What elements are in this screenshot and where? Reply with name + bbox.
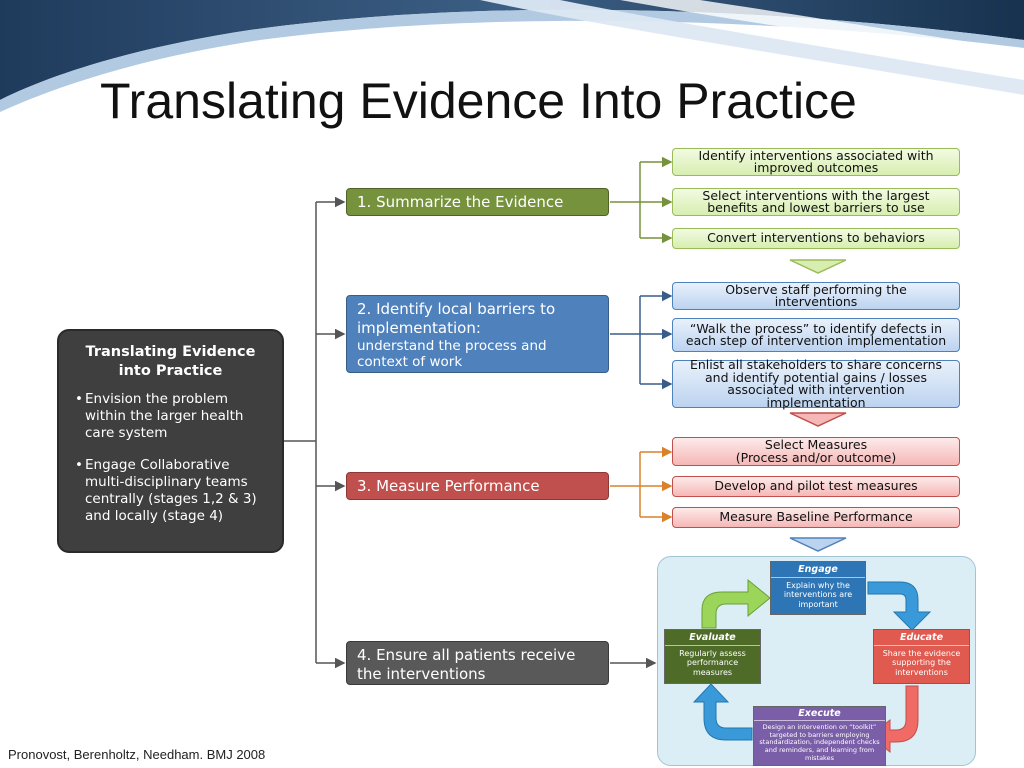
substep-line: Observe staff performing the: [725, 281, 907, 297]
stage-3-box: 3. Measure Performance: [346, 472, 609, 500]
central-bullet-list: Envision the problem within the larger h…: [71, 391, 270, 525]
stage3-branch-connector: [610, 446, 673, 523]
stage-1-label: 1. Summarize the Evidence: [357, 193, 564, 211]
page-title: Translating Evidence Into Practice: [100, 73, 857, 129]
substep-line: and identify potential gains / losses: [704, 369, 928, 385]
substep-line: (Process and/or outcome): [735, 449, 897, 465]
substep-line: Identify interventions associated with: [698, 147, 934, 163]
substep-line: each step of intervention implementation: [685, 333, 947, 348]
stage-2-box: 2. Identify local barriers to implementa…: [346, 295, 609, 373]
substep-line: Select interventions with the largest: [702, 187, 930, 203]
substep-line: associated with intervention implementat…: [727, 382, 905, 410]
stage-3-substep: Develop and pilot test measures: [672, 476, 960, 497]
stage-2-substep: Enlist all stakeholders to share concern…: [672, 357, 960, 410]
down-arrow-green: [789, 259, 847, 274]
substep-line: Convert interventions to behaviors: [707, 230, 925, 246]
cycle-educate-body: Share the evidence supporting the interv…: [882, 648, 961, 677]
stage-2-label: 2. Identify local barriers to implementa…: [357, 300, 556, 337]
substep-line: “Walk the process” to identify defects i…: [689, 320, 943, 336]
stage-2-sublabel: understand the process and context of wo…: [357, 338, 547, 370]
cycle-arrow-evaluate-to-engage: [701, 578, 771, 629]
stage1-branch-connector: [610, 156, 673, 244]
cycle-educate-title: Educate: [874, 630, 969, 646]
cycle-evaluate-title: Evaluate: [665, 630, 760, 646]
substep-line: Measure Baseline Performance: [719, 509, 913, 525]
cycle-arrow-execute-to-evaluate: [692, 683, 753, 741]
stage-3-label: 3. Measure Performance: [357, 477, 540, 495]
down-arrow-blue-2: [789, 537, 847, 552]
down-arrow-blue: [789, 412, 847, 427]
substep-line: interventions: [774, 294, 858, 309]
stage-1-substep: Convert interventions to behaviors: [672, 228, 960, 249]
stage-4-box: 4. Ensure all patients receive the inter…: [346, 641, 609, 685]
cycle-evaluate-body: Regularly assess performance measures: [679, 648, 746, 677]
cycle-engage-title: Engage: [771, 562, 865, 578]
stage-3-substep: Select Measures(Process and/or outcome): [672, 437, 960, 466]
cycle-execute-title: Execute: [754, 707, 885, 721]
cycle-execute-box: Execute Design an intervention on “toolk…: [753, 706, 886, 766]
substep-line: benefits and lowest barriers to use: [707, 200, 925, 215]
stage-1-box: 1. Summarize the Evidence: [346, 188, 609, 216]
cycle-engage-body: Explain why the interventions are import…: [783, 580, 853, 609]
header-wave-decoration: [0, 0, 1024, 112]
substep-line: improved outcomes: [753, 160, 879, 175]
central-bullet: Engage Collaborative multi-disciplinary …: [75, 457, 270, 525]
substep-line: Develop and pilot test measures: [714, 478, 918, 494]
cycle-engage-box: Engage Explain why the interventions are…: [770, 561, 866, 615]
substep-line: Enlist all stakeholders to share concern…: [689, 357, 943, 372]
cycle-educate-box: Educate Share the evidence supporting th…: [873, 629, 970, 684]
stage-2-substep: “Walk the process” to identify defects i…: [672, 318, 960, 352]
cycle-arrow-engage-to-educate: [867, 581, 932, 631]
substep-line: Select Measures: [764, 437, 868, 452]
stage-4-label: 4. Ensure all patients receive the inter…: [357, 646, 576, 683]
stage2-branch-connector: [610, 290, 673, 390]
cycle-evaluate-box: Evaluate Regularly assess performance me…: [664, 629, 761, 684]
main-trunk-connector: [284, 196, 657, 669]
cycle-execute-body: Design an intervention on “toolkit” targ…: [759, 722, 880, 762]
central-box: Translating Evidence into Practice Envis…: [57, 329, 284, 553]
citation-text: Pronovost, Berenholtz, Needham. BMJ 2008: [8, 747, 266, 762]
central-bullet: Envision the problem within the larger h…: [75, 391, 270, 442]
stage-3-substep: Measure Baseline Performance: [672, 507, 960, 528]
central-box-title: Translating Evidence into Practice: [85, 344, 256, 379]
